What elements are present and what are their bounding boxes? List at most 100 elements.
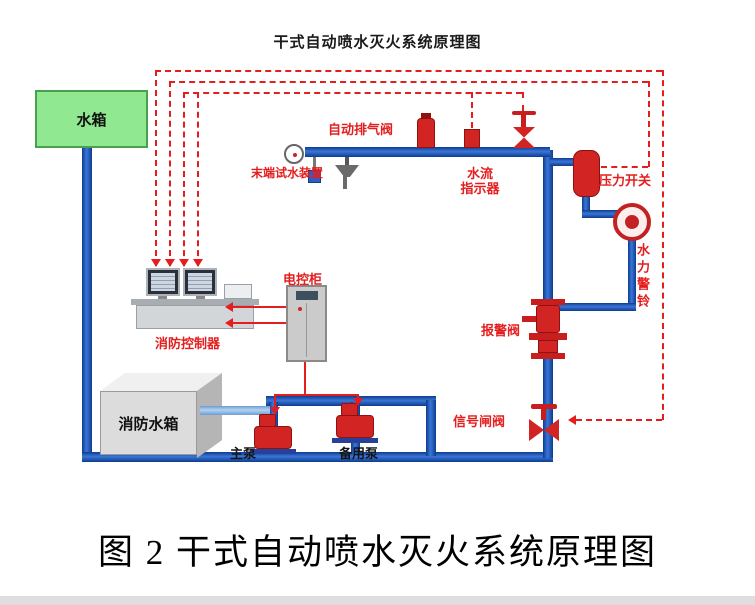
- fire-controller-label: 消防控制器: [155, 336, 221, 351]
- signal-drop-controller-4: [197, 92, 199, 266]
- arrow-to-console-1: [225, 302, 233, 312]
- solenoid-valve-body: [513, 127, 535, 148]
- controller-monitor-2-screen: [188, 273, 212, 291]
- alarm-valve-flange-mid: [529, 333, 567, 340]
- alarm-bell-label: 水力警铃: [635, 243, 650, 311]
- controller-monitor-1-screen: [151, 273, 175, 291]
- main-pump-body: [254, 426, 292, 449]
- controller-monitor-2: [183, 268, 217, 296]
- alarm-valve-flange-top: [531, 299, 565, 305]
- fire-water-tank-label: 消防水箱: [118, 415, 179, 433]
- funnel-drop: [345, 157, 349, 166]
- monitor-1-stand: [158, 296, 167, 300]
- pipe-expansion-tank-branch: [550, 158, 582, 166]
- water-tank: 水箱: [35, 90, 148, 148]
- cabinet-door-split: [306, 303, 307, 357]
- page-bottom-bar: [0, 596, 755, 605]
- signal-gate-valve-handwheel: [531, 404, 557, 409]
- arrow-to-controller-4: [193, 259, 203, 267]
- signal-line-top-2: [169, 81, 648, 83]
- signal-drop-controller-2: [169, 81, 171, 266]
- expansion-tank-icon: [573, 150, 600, 197]
- fire-water-tank-top-face: [100, 373, 222, 391]
- signal-gate-valve-stem: [541, 409, 546, 420]
- auto-exhaust-valve-label: 自动排气阀: [328, 122, 394, 137]
- solenoid-valve-stem: [521, 115, 526, 128]
- flow-indicator-label-line2: 指示器: [460, 181, 500, 196]
- flow-indicator-label-line1: 水流: [466, 166, 493, 181]
- pressure-switch-label: 压力开关: [599, 173, 652, 188]
- alarm-valve-label: 报警阀: [481, 323, 521, 338]
- pipe-bottom-main: [82, 452, 553, 462]
- alarm-valve-body: [536, 305, 560, 333]
- signal-drop-controller-1: [155, 70, 157, 266]
- test-valve-icon: [308, 170, 321, 183]
- signal-line-top-1: [155, 70, 662, 72]
- end-test-device-label: 末端试水装置: [251, 166, 324, 180]
- controller-desk-front: [136, 305, 254, 329]
- control-line-pump-header: [274, 394, 358, 396]
- pipe-bell-drop: [628, 236, 636, 310]
- main-pump-base: [250, 449, 296, 454]
- flow-indicator-icon: [464, 129, 480, 148]
- control-cabinet-icon: [286, 285, 327, 362]
- control-line-cabinet-to-controller-2: [233, 322, 286, 324]
- pipe-supply-riser-left: [82, 147, 92, 459]
- signal-drop-controller-3: [183, 92, 185, 266]
- alarm-valve-body-lower: [538, 340, 558, 353]
- arrow-to-controller-3: [179, 259, 189, 267]
- pressure-gauge-icon: [284, 144, 304, 164]
- pipe-tank-suction: [200, 406, 270, 415]
- alarm-bell-icon: [613, 203, 651, 241]
- controller-desk-top: [131, 299, 259, 305]
- alarm-bell-center: [625, 215, 639, 229]
- controller-monitor-1: [146, 268, 180, 296]
- backup-pump-body: [336, 415, 374, 438]
- water-tank-label: 水箱: [76, 111, 107, 129]
- pipe-pump-manifold: [266, 396, 436, 406]
- backup-pump-base: [332, 438, 378, 443]
- control-cabinet-label: 电控柜: [283, 272, 323, 287]
- control-drop-main-pump: [274, 394, 276, 410]
- signal-branch-pressure-switch: [601, 166, 648, 168]
- pipe-top-branch: [305, 147, 550, 157]
- cabinet-name-plate: [296, 291, 318, 300]
- signal-gate-valve-label: 信号闸阀: [453, 414, 506, 429]
- signal-drop-pressure-switch: [648, 81, 650, 167]
- signal-line-top-3: [183, 92, 522, 94]
- signal-branch-signal-valve: [576, 419, 662, 421]
- alarm-valve-flange-bottom: [531, 353, 565, 359]
- arrow-to-controller-2: [165, 259, 175, 267]
- signal-drop-solenoid-valve: [522, 92, 524, 111]
- signal-drop-flow-indicator: [471, 92, 473, 128]
- control-line-cabinet-down: [304, 362, 306, 394]
- monitor-2-stand: [196, 296, 205, 300]
- test-valve-stem: [313, 157, 316, 171]
- cabinet-indicator-lamp: [298, 307, 302, 311]
- signal-line-right: [662, 70, 664, 420]
- arrow-to-backup-pump: [353, 398, 363, 406]
- gauge-needle-dot: [293, 153, 297, 157]
- pipe-bell-feed: [582, 210, 632, 218]
- flow-indicator-label: 水流 指示器: [452, 166, 508, 196]
- arrow-to-main-pump: [270, 407, 280, 415]
- signal-gate-valve-body: [529, 419, 559, 441]
- control-drop-backup-pump: [357, 394, 359, 401]
- auto-exhaust-valve-icon: [417, 118, 435, 148]
- auto-exhaust-valve-cap: [421, 113, 431, 119]
- main-pump-label: 主泵: [230, 446, 257, 461]
- backup-pump-label: 备用泵: [339, 446, 379, 461]
- solenoid-valve-handwheel: [512, 111, 536, 115]
- arrow-to-signal-valve: [568, 415, 576, 425]
- diagram-title: 干式自动喷水灭火系统原理图: [273, 34, 482, 51]
- arrow-to-console-2: [225, 318, 233, 328]
- funnel-stem: [343, 176, 347, 189]
- control-line-cabinet-to-controller-1: [233, 306, 286, 308]
- funnel-icon: [335, 165, 359, 177]
- figure-caption: 图 2 干式自动喷水灭火系统原理图: [97, 533, 657, 572]
- pipe-expansion-tank-drop: [582, 195, 590, 217]
- pipe-alarm-connection: [551, 303, 636, 311]
- controller-printer: [224, 284, 252, 299]
- arrow-to-controller-1: [151, 259, 161, 267]
